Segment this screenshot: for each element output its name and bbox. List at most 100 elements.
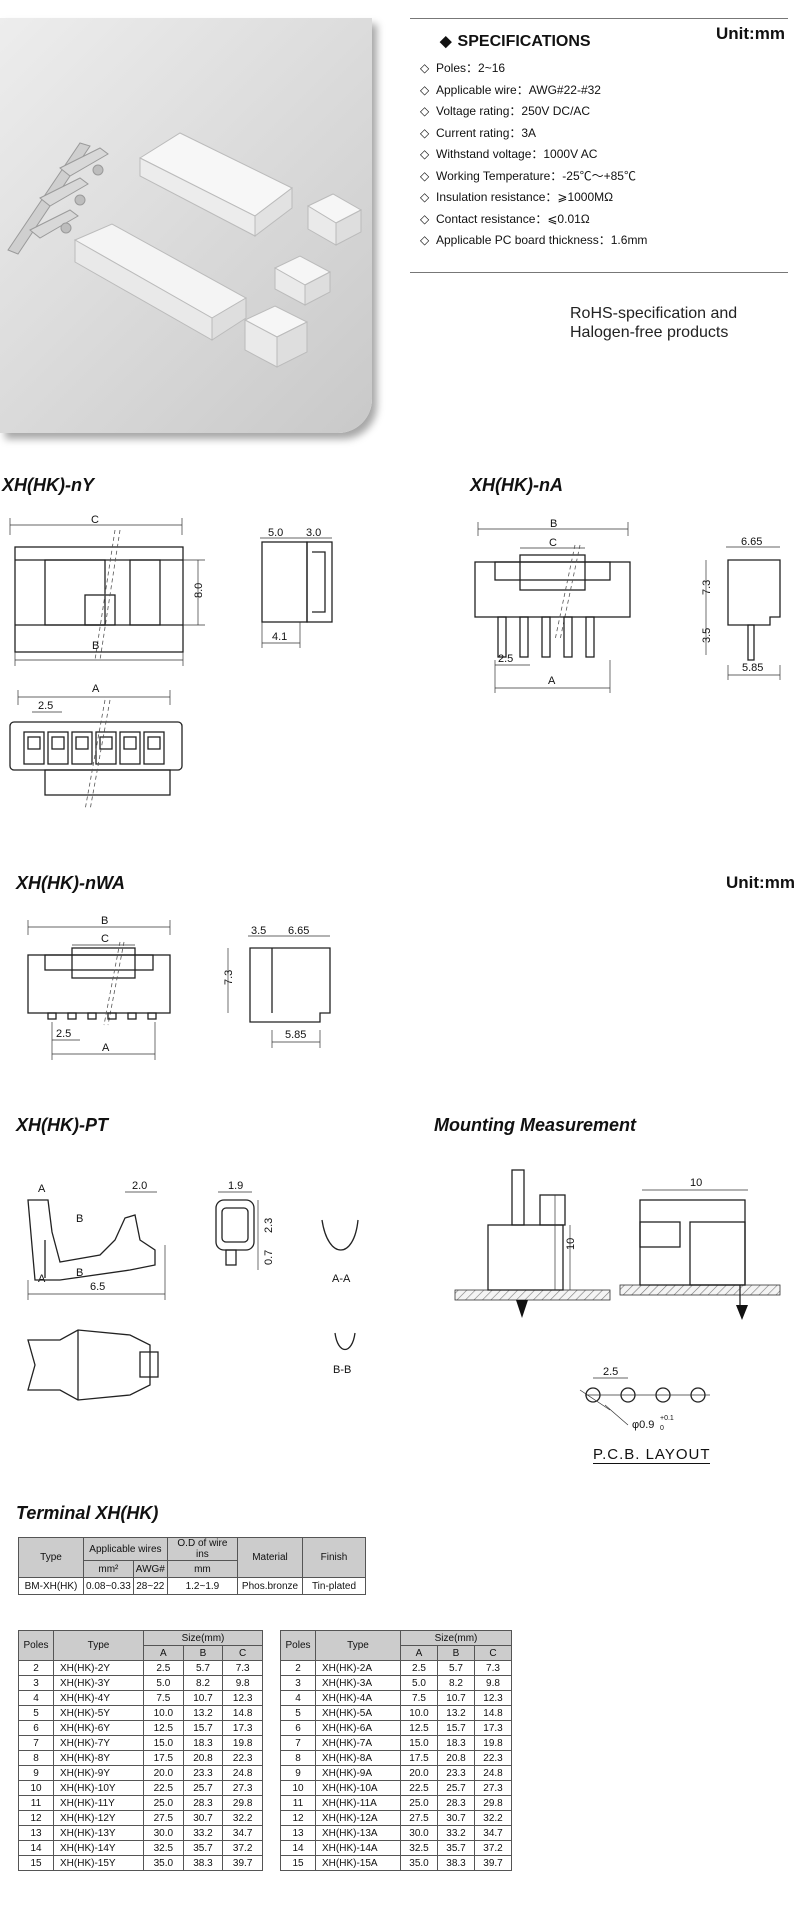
section-b-label: B	[76, 1213, 83, 1225]
table-cell: 30.7	[182, 1810, 224, 1826]
table-cell: XH(HK)-13A	[315, 1825, 401, 1841]
table-cell: 6	[18, 1720, 54, 1736]
table-cell: 35.7	[437, 1840, 475, 1856]
table-cell: 19.8	[222, 1735, 263, 1751]
table-cell: 24.8	[222, 1765, 263, 1781]
table-cell: 22.5	[400, 1780, 438, 1796]
dim-50-label: 5.0	[268, 527, 283, 539]
table-cell: XH(HK)-4A	[315, 1690, 401, 1706]
pcb-layout-drawing: 2.5 φ0.9 +0.1 0	[579, 1366, 710, 1432]
section-title-na: XH(HK)-nA	[470, 475, 563, 495]
table-cell: 14.8	[222, 1705, 263, 1721]
section-bb-label: B-B	[333, 1364, 351, 1376]
table-cell: 12.3	[474, 1690, 512, 1706]
dim-07-label: 0.7	[263, 1250, 275, 1265]
table-cell: XH(HK)-10Y	[53, 1780, 144, 1796]
table-cell: 2.5	[143, 1660, 184, 1676]
table-cell: XH(HK)-3Y	[53, 1675, 144, 1691]
table-cell: 37.2	[474, 1840, 512, 1856]
section-aa-label: A-A	[332, 1273, 351, 1285]
table-cell: 14	[18, 1840, 54, 1856]
spec-list: ◇Poles：2~16 ◇Applicable wire：AWG#22-#32 …	[420, 58, 647, 252]
table-cell: 11	[18, 1795, 54, 1811]
table-cell: XH(HK)-14Y	[53, 1840, 144, 1856]
table-cell: 20.8	[182, 1750, 224, 1766]
td-material: Phos.bronze	[237, 1577, 303, 1595]
header-image-2	[273, 255, 332, 306]
dim-pitch-label-pcb: 2.5	[603, 1366, 618, 1378]
diamond-outline-icon: ◇	[420, 190, 430, 204]
dim-65-label: 6.5	[90, 1281, 105, 1293]
table-cell: 32.5	[400, 1840, 438, 1856]
table-cell: 27.3	[474, 1780, 512, 1796]
dim-a-label-nwa: A	[102, 1042, 110, 1054]
pt-terminal-front-view: 1.9 2.3 0.7	[215, 1180, 275, 1270]
table-cell: 7.3	[222, 1660, 263, 1676]
dim-35-label: 3.5	[701, 628, 713, 643]
table-cell: 17.5	[400, 1750, 438, 1766]
product-photo	[0, 18, 372, 433]
th-poles: Poles	[18, 1630, 54, 1661]
spec-item: ◇Poles：2~16	[420, 58, 647, 80]
table-cell: 34.7	[474, 1825, 512, 1841]
diamond-outline-icon: ◇	[420, 233, 430, 247]
table-cell: 13	[18, 1825, 54, 1841]
unit-label: Unit:mm	[716, 24, 785, 43]
table-cell: 14	[280, 1840, 316, 1856]
table-cell: 12	[280, 1810, 316, 1826]
dim-30-label: 3.0	[306, 527, 321, 539]
divider	[410, 18, 788, 19]
table-cell: 10	[280, 1780, 316, 1796]
dim-585-label-nwa: 5.85	[285, 1029, 306, 1041]
table-cell: 20.8	[437, 1750, 475, 1766]
pt-terminal-top-view	[27, 1329, 159, 1401]
section-b-label-2: B	[76, 1267, 83, 1279]
table-cell: 18.3	[182, 1735, 224, 1751]
diamond-outline-icon: ◇	[420, 211, 430, 226]
dim-665-label-nwa: 6.65	[288, 925, 309, 937]
table-cell: 12.5	[143, 1720, 184, 1736]
table-cell: 38.3	[182, 1855, 224, 1871]
table-cell: 20.0	[400, 1765, 438, 1781]
table-cell: 8	[18, 1750, 54, 1766]
table-cell: 27.5	[400, 1810, 438, 1826]
hole-tol-down: 0	[660, 1425, 664, 1432]
table-cell: 19.8	[474, 1735, 512, 1751]
th-finish: Finish	[302, 1537, 366, 1578]
table-cell: XH(HK)-12A	[315, 1810, 401, 1826]
table-cell: 11	[280, 1795, 316, 1811]
th-poles: Poles	[280, 1630, 316, 1661]
table-cell: XH(HK)-2A	[315, 1660, 401, 1676]
table-cell: 15	[18, 1855, 54, 1871]
spec-item: ◇Working Temperature：-25℃～+85℃	[420, 166, 647, 188]
table-cell: XH(HK)-15Y	[53, 1855, 144, 1871]
table-cell: 7	[18, 1735, 54, 1751]
dim-pitch-label-nwa: 2.5	[56, 1028, 71, 1040]
table-cell: 34.7	[222, 1825, 263, 1841]
table-cell: 25.0	[400, 1795, 438, 1811]
table-cell: XH(HK)-9A	[315, 1765, 401, 1781]
table-cell: 10.0	[400, 1705, 438, 1721]
table-cell: 39.7	[222, 1855, 263, 1871]
table-cell: 22.3	[474, 1750, 512, 1766]
table-cell: 27.5	[143, 1810, 184, 1826]
spec-item: ◇Contact resistance：⩽0.01Ω	[420, 209, 647, 231]
spec-item: ◇Voltage rating：250V DC/AC	[420, 101, 647, 123]
table-cell: 17.3	[474, 1720, 512, 1736]
table-cell: 35.0	[143, 1855, 184, 1871]
th-type: Type	[315, 1630, 401, 1661]
dim-10-label-a: 10	[565, 1238, 577, 1250]
specifications-heading: ◆SPECIFICATIONS	[440, 33, 591, 50]
connector-photo-illustration	[7, 132, 363, 368]
th-a: A	[143, 1645, 184, 1661]
table-cell: 4	[18, 1690, 54, 1706]
dim-b-label-na: B	[550, 518, 557, 530]
td-mm2: 0.08~0.33	[83, 1577, 134, 1595]
table-cell: XH(HK)-11Y	[53, 1795, 144, 1811]
